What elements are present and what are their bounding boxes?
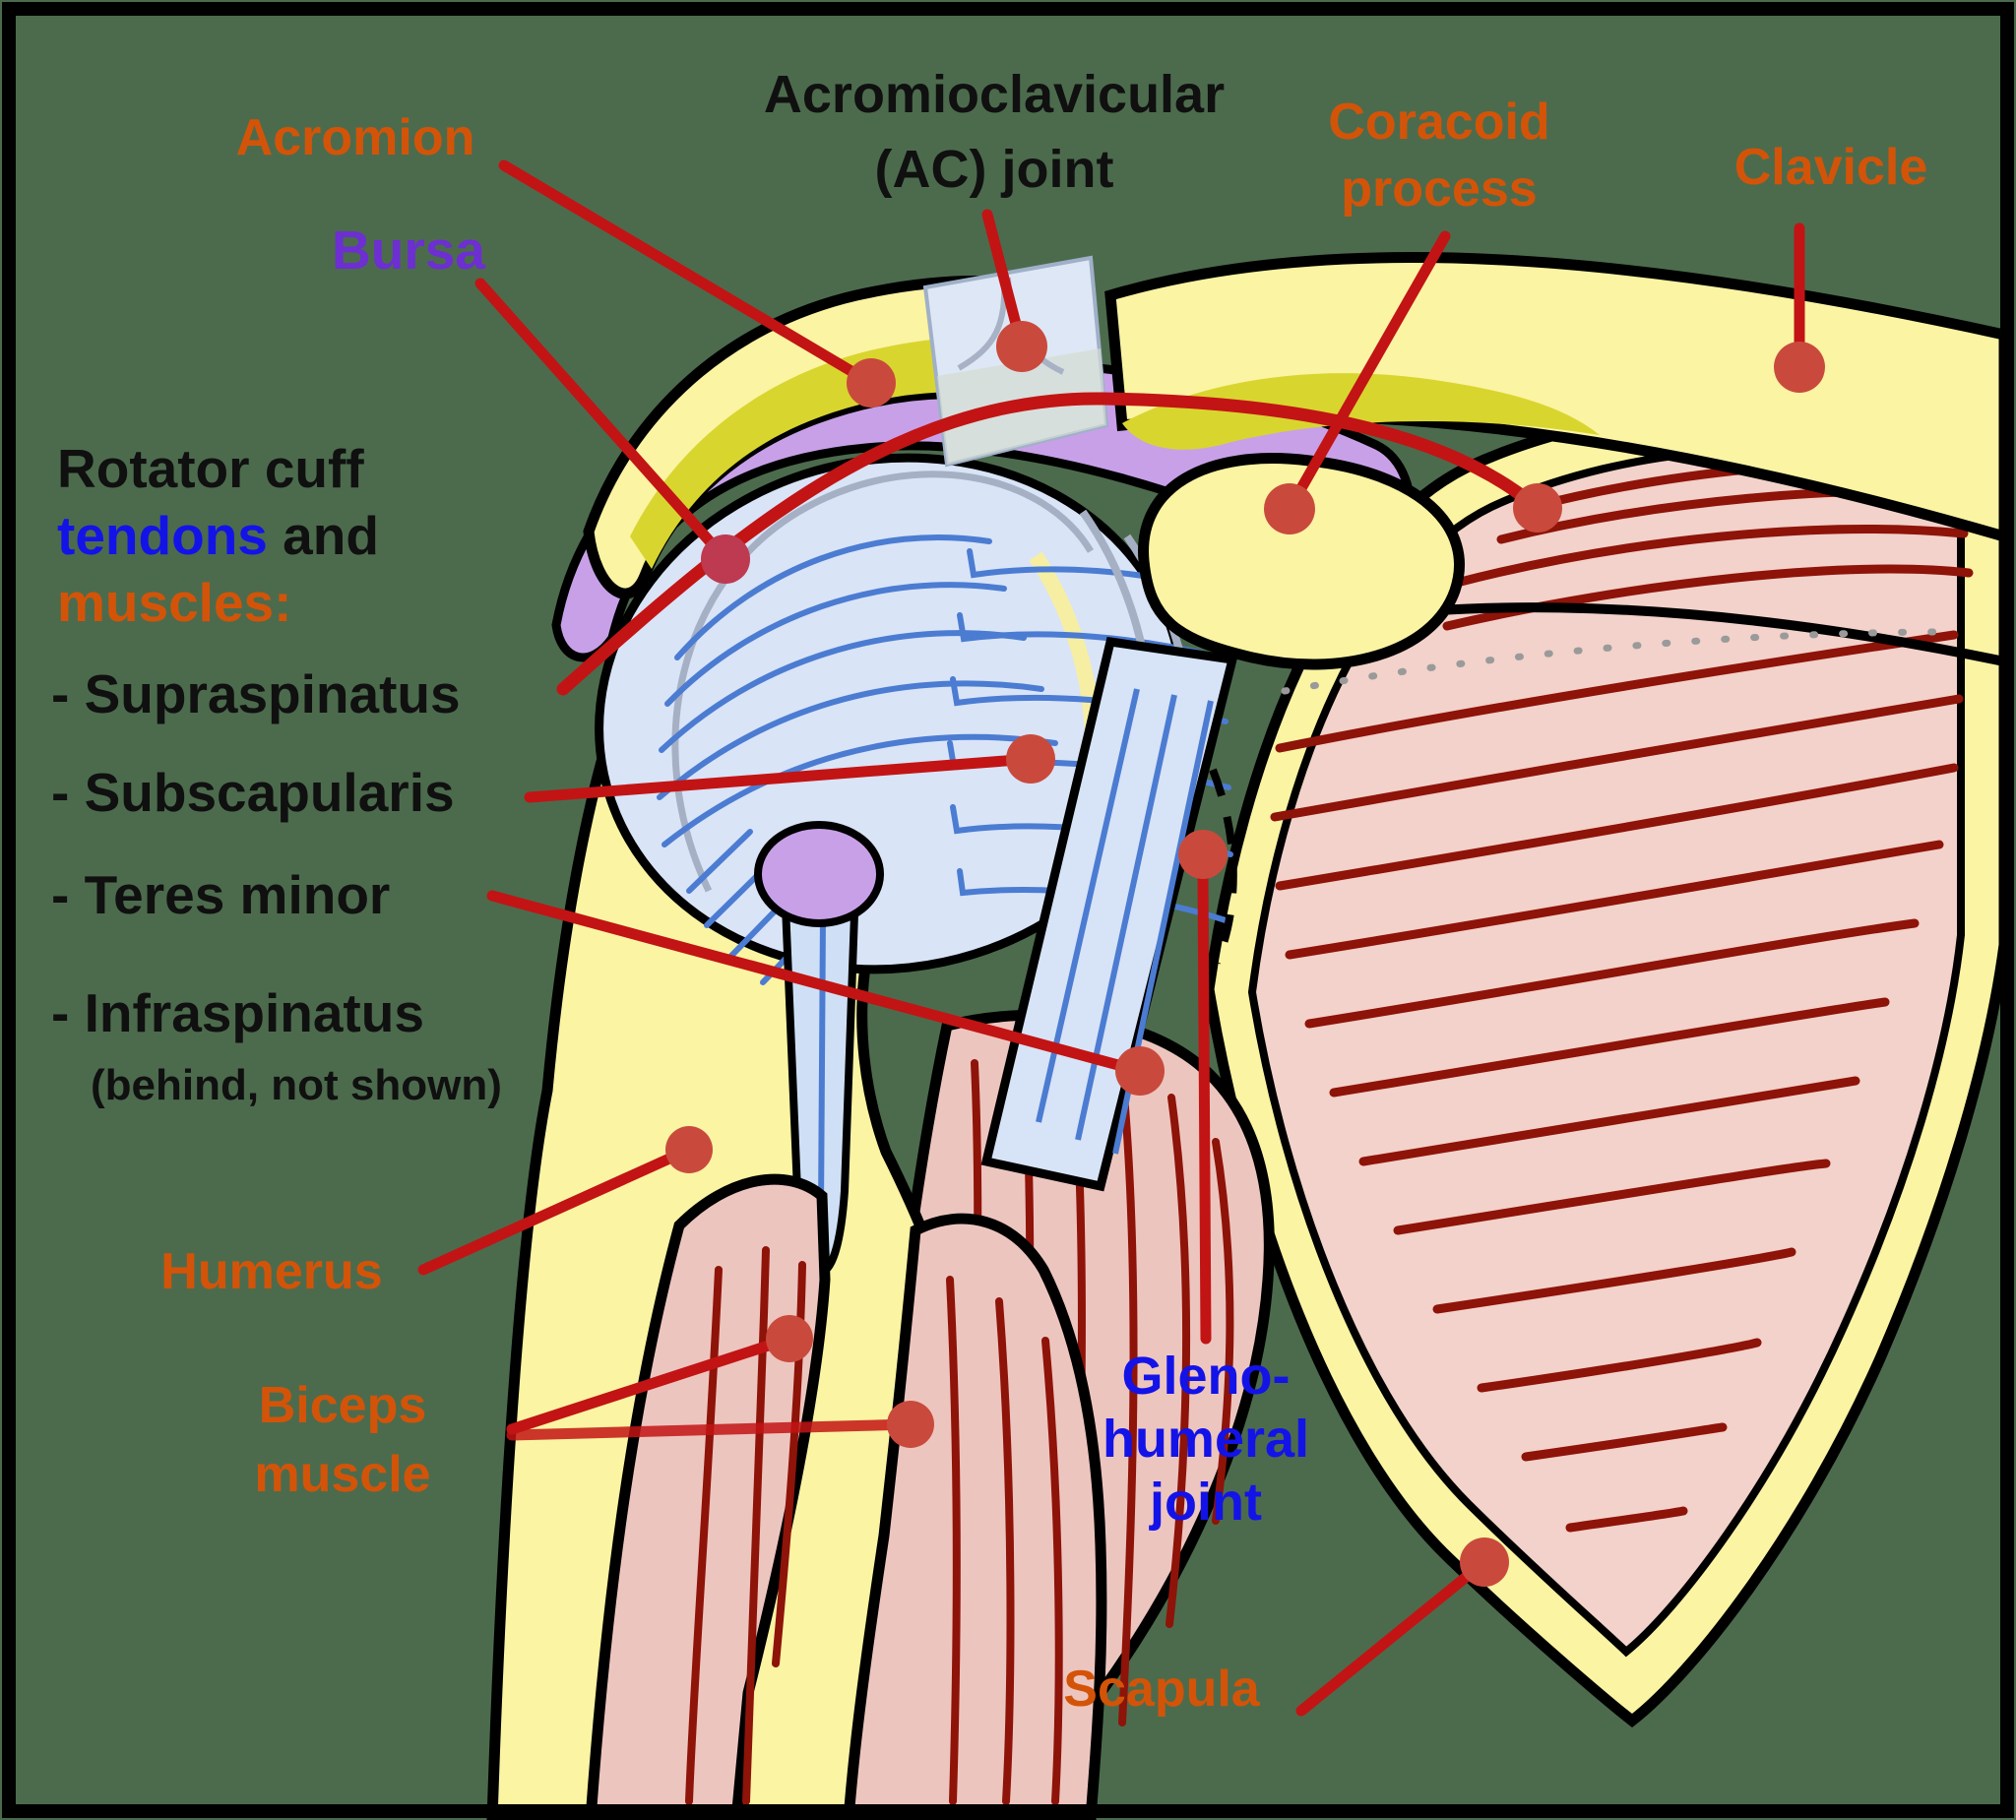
inferior-capsule-purple — [754, 821, 884, 927]
dot-coracoid — [1264, 483, 1315, 534]
heading-tendons: tendons — [57, 505, 268, 566]
dot-ac-joint — [996, 321, 1047, 372]
dot-biceps-right — [887, 1401, 934, 1448]
dot-teres-minor — [1115, 1046, 1165, 1096]
label-humerus: Humerus — [160, 1243, 383, 1300]
leader-coracoid — [1284, 230, 1451, 515]
dot-humerus — [665, 1126, 713, 1173]
marker-dots — [665, 321, 1825, 1587]
label-biceps-line1: Biceps — [258, 1377, 427, 1434]
dot-supraspinatus — [1513, 483, 1562, 533]
label-item-subscapularis: - Subscapularis — [51, 762, 455, 823]
label-ac-joint-line2: (AC) joint — [874, 140, 1114, 199]
biceps-fiber-stripes — [685, 1246, 1063, 1805]
label-glenohumeral-line1: Gleno- — [1121, 1347, 1291, 1406]
leader-biceps-upper — [506, 1333, 795, 1435]
scapula-dotted-line — [1281, 628, 1953, 695]
dot-scapula — [1460, 1538, 1509, 1587]
label-ac-joint-line1: Acromioclavicular — [763, 65, 1226, 124]
leader-scapula — [1295, 1556, 1490, 1717]
dot-subscapularis — [1006, 734, 1055, 784]
heading-and: and — [267, 505, 379, 566]
label-glenohumeral-line3: joint — [1150, 1473, 1262, 1532]
label-item-supraspinatus: - Supraspinatus — [51, 663, 461, 724]
clavicle-olive-shading — [1122, 373, 1600, 450]
biceps-tendon-fiber — [818, 914, 826, 1212]
label-coracoid-line1: Coracoid — [1328, 94, 1550, 151]
dot-glenohumeral — [1178, 830, 1228, 879]
label-item-infraspinatus: - Infraspinatus — [51, 982, 424, 1043]
clavicle-bone — [1104, 252, 2010, 544]
leader-teres-minor — [486, 890, 1146, 1077]
label-rotator-cuff-heading: Rotator cuff tendons and muscles: — [57, 435, 379, 636]
leader-acromion — [498, 159, 877, 389]
dot-acromion — [847, 358, 896, 408]
label-biceps-line2: muscle — [254, 1446, 431, 1503]
leader-subscapularis — [524, 753, 1037, 803]
leader-glenohumeral — [1197, 870, 1212, 1345]
label-clavicle: Clavicle — [1733, 139, 1928, 196]
articular-margin-gray — [671, 471, 1094, 893]
dot-biceps-left — [766, 1315, 813, 1362]
leader-biceps-lower — [506, 1418, 916, 1441]
heading-rotator-cuff: Rotator cuff — [57, 438, 364, 499]
dot-clavicle — [1774, 342, 1825, 393]
heading-muscles: muscles: — [57, 572, 292, 633]
leader-bursa — [474, 278, 731, 565]
label-acromion: Acromion — [235, 109, 475, 166]
infraspinatus-fiber-stripes — [1270, 630, 1964, 1533]
label-glenohumeral-line2: humeral — [1102, 1410, 1310, 1469]
biceps-head-right — [843, 1213, 1107, 1820]
label-item-infraspinatus-note: (behind, not shown) — [91, 1061, 502, 1109]
label-bursa: Bursa — [332, 220, 485, 281]
scapula-bone — [1203, 401, 2010, 1727]
coracoid-process-bone — [1138, 453, 1465, 670]
label-coracoid-line2: process — [1341, 160, 1538, 218]
label-item-teres-minor: - Teres minor — [51, 864, 391, 925]
label-scapula: Scapula — [1063, 1661, 1260, 1718]
leader-humerus — [417, 1144, 695, 1276]
dot-bursa — [701, 534, 750, 584]
